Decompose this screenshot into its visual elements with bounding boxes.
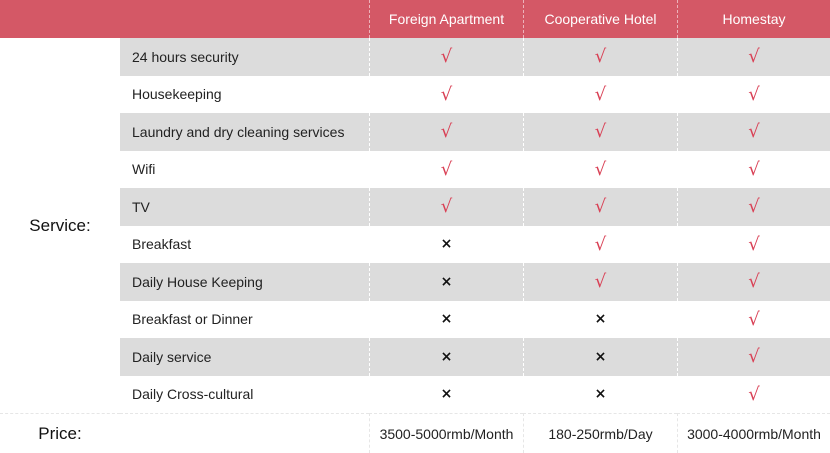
check-icon: √ [440, 158, 453, 180]
service-cell-homestay: √ [677, 225, 830, 263]
service-cell-foreign-apartment: × [369, 225, 523, 263]
service-name: Breakfast or Dinner [132, 311, 253, 328]
check-icon: √ [748, 383, 760, 405]
price-cooperative-hotel: 180-250rmb/Day [523, 413, 677, 453]
service-name: Daily House Keeping [120, 263, 369, 301]
check-icon: √ [594, 233, 607, 255]
service-cell-cooperative-hotel: √ [523, 263, 677, 301]
header-cooperative-hotel: Cooperative Hotel [523, 0, 677, 38]
service-name: 24 hours security [120, 38, 369, 76]
service-cell-foreign-apartment: × [369, 338, 523, 376]
check-icon: √ [594, 83, 607, 105]
service-cell-foreign-apartment: × [369, 300, 523, 338]
service-cell-cooperative-hotel: × [523, 338, 677, 376]
check-icon: √ [748, 196, 760, 218]
check-icon: √ [440, 83, 453, 105]
service-cell-cooperative-hotel: √ [523, 113, 677, 151]
service-cell-foreign-apartment: √ [369, 188, 523, 226]
price-foreign-apartment: 3500-5000rmb/Month [369, 413, 523, 453]
cross-icon: × [440, 386, 453, 403]
check-icon: √ [748, 158, 760, 180]
service-cell-foreign-apartment: √ [369, 113, 523, 151]
header-foreign-apartment: Foreign Apartment [369, 0, 523, 38]
service-name: Daily Cross-cultural [132, 386, 254, 403]
service-name: Housekeeping [132, 86, 222, 103]
service-name: Daily service [120, 338, 369, 376]
service-cell-foreign-apartment: × [369, 375, 523, 413]
service-name: Breakfast [132, 236, 192, 253]
price-label: Price: [0, 413, 120, 453]
check-icon: √ [594, 158, 607, 180]
service-cell-homestay: √ [677, 113, 830, 151]
price-blank [120, 413, 369, 453]
service-cell-cooperative-hotel: √ [523, 225, 677, 263]
price-homestay: 3000-4000rmb/Month [677, 413, 830, 453]
cross-icon: × [594, 386, 607, 403]
service-cell-foreign-apartment: √ [369, 75, 523, 113]
cross-icon: × [594, 311, 607, 328]
check-icon: √ [748, 83, 760, 105]
check-icon: √ [440, 121, 453, 143]
service-cell-homestay: √ [677, 75, 830, 113]
service-cell-cooperative-hotel: × [523, 300, 677, 338]
cross-icon: × [440, 348, 453, 365]
service-cell-foreign-apartment: × [369, 263, 523, 301]
cross-icon: × [594, 348, 607, 365]
service-cell-cooperative-hotel: √ [523, 188, 677, 226]
service-cell-homestay: √ [677, 338, 830, 376]
check-icon: √ [748, 308, 760, 330]
service-section-label: Service: [0, 38, 120, 413]
service-cell-homestay: √ [677, 300, 830, 338]
check-icon: √ [748, 346, 760, 368]
check-icon: √ [748, 121, 760, 143]
check-icon: √ [440, 196, 453, 218]
check-icon: √ [594, 271, 607, 293]
check-icon: √ [594, 121, 607, 143]
service-cell-cooperative-hotel: √ [523, 38, 677, 76]
check-icon: √ [594, 46, 607, 68]
service-cell-cooperative-hotel: √ [523, 75, 677, 113]
service-cell-homestay: √ [677, 150, 830, 188]
check-icon: √ [440, 46, 453, 68]
check-icon: √ [748, 233, 760, 255]
service-cell-homestay: √ [677, 375, 830, 413]
cross-icon: × [440, 311, 453, 328]
check-icon: √ [748, 271, 760, 293]
check-icon: √ [594, 196, 607, 218]
service-name: Laundry and dry cleaning services [120, 113, 369, 151]
check-icon: √ [748, 46, 760, 68]
service-name: TV [120, 188, 369, 226]
cross-icon: × [440, 236, 453, 253]
service-cell-homestay: √ [677, 263, 830, 301]
service-cell-foreign-apartment: √ [369, 38, 523, 76]
service-name: Wifi [132, 161, 156, 178]
cross-icon: × [440, 273, 453, 290]
header-homestay: Homestay [677, 0, 830, 38]
header-blank [0, 0, 369, 38]
service-cell-homestay: √ [677, 38, 830, 76]
service-cell-cooperative-hotel: √ [523, 150, 677, 188]
service-cell-homestay: √ [677, 188, 830, 226]
service-cell-cooperative-hotel: × [523, 375, 677, 413]
service-cell-foreign-apartment: √ [369, 150, 523, 188]
